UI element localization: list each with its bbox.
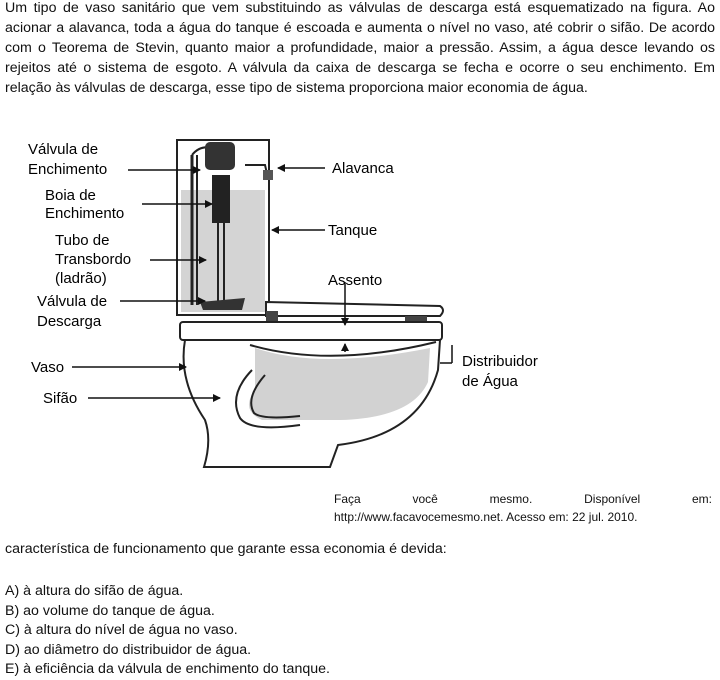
label-tanque: Tanque (328, 222, 377, 239)
option-b[interactable]: B) ao volume do tanque de água. (5, 602, 330, 622)
label-tubo-2: Transbordo (55, 251, 131, 268)
label-valvula-descarga-1: Válvula de (37, 293, 107, 310)
label-boia-2: Enchimento (45, 205, 124, 222)
intro-paragraph: Um tipo de vaso sanitário que vem substi… (5, 0, 715, 98)
option-c[interactable]: C) à altura do nível de água no vaso. (5, 621, 330, 641)
source-word: mesmo. (490, 490, 533, 508)
tank (177, 140, 273, 315)
label-valvula-enchimento-2: Enchimento (28, 161, 107, 178)
answer-options: A) à altura do sifão de água. B) ao volu… (5, 582, 330, 680)
toilet-diagram-svg: Válvula de Enchimento Boia de Enchimento… (0, 120, 720, 520)
source-word: Faça (334, 490, 361, 508)
bowl (180, 322, 442, 467)
label-assento: Assento (328, 272, 382, 289)
label-valvula-descarga-2: Descarga (37, 313, 102, 330)
label-tubo-1: Tubo de (55, 232, 110, 249)
label-distribuidor-2: de Água (462, 373, 519, 390)
label-distribuidor-1: Distribuidor (462, 353, 538, 370)
label-boia-1: Boia de (45, 187, 96, 204)
seat (266, 302, 443, 322)
source-line-1: Faça você mesmo. Disponível em: (334, 490, 712, 508)
question-stem: característica de funcionamento que gara… (5, 541, 447, 557)
label-tubo-3: (ladrão) (55, 270, 107, 287)
label-alavanca: Alavanca (332, 160, 394, 177)
option-d[interactable]: D) ao diâmetro do distribuidor de água. (5, 641, 330, 661)
option-a[interactable]: A) à altura do sifão de água. (5, 582, 330, 602)
label-sifao: Sifão (43, 390, 77, 407)
source-line-2: http://www.facavocemesmo.net. Acesso em:… (334, 508, 712, 526)
source-word: você (412, 490, 437, 508)
label-vaso: Vaso (31, 359, 64, 376)
toilet-diagram: Válvula de Enchimento Boia de Enchimento… (0, 120, 720, 520)
figure-source: Faça você mesmo. Disponível em: http://w… (334, 490, 712, 526)
label-valvula-enchimento-1: Válvula de (28, 141, 98, 158)
source-word: em: (692, 490, 712, 508)
option-e[interactable]: E) à eficiência da válvula de enchimento… (5, 660, 330, 680)
source-word: Disponível (584, 490, 640, 508)
